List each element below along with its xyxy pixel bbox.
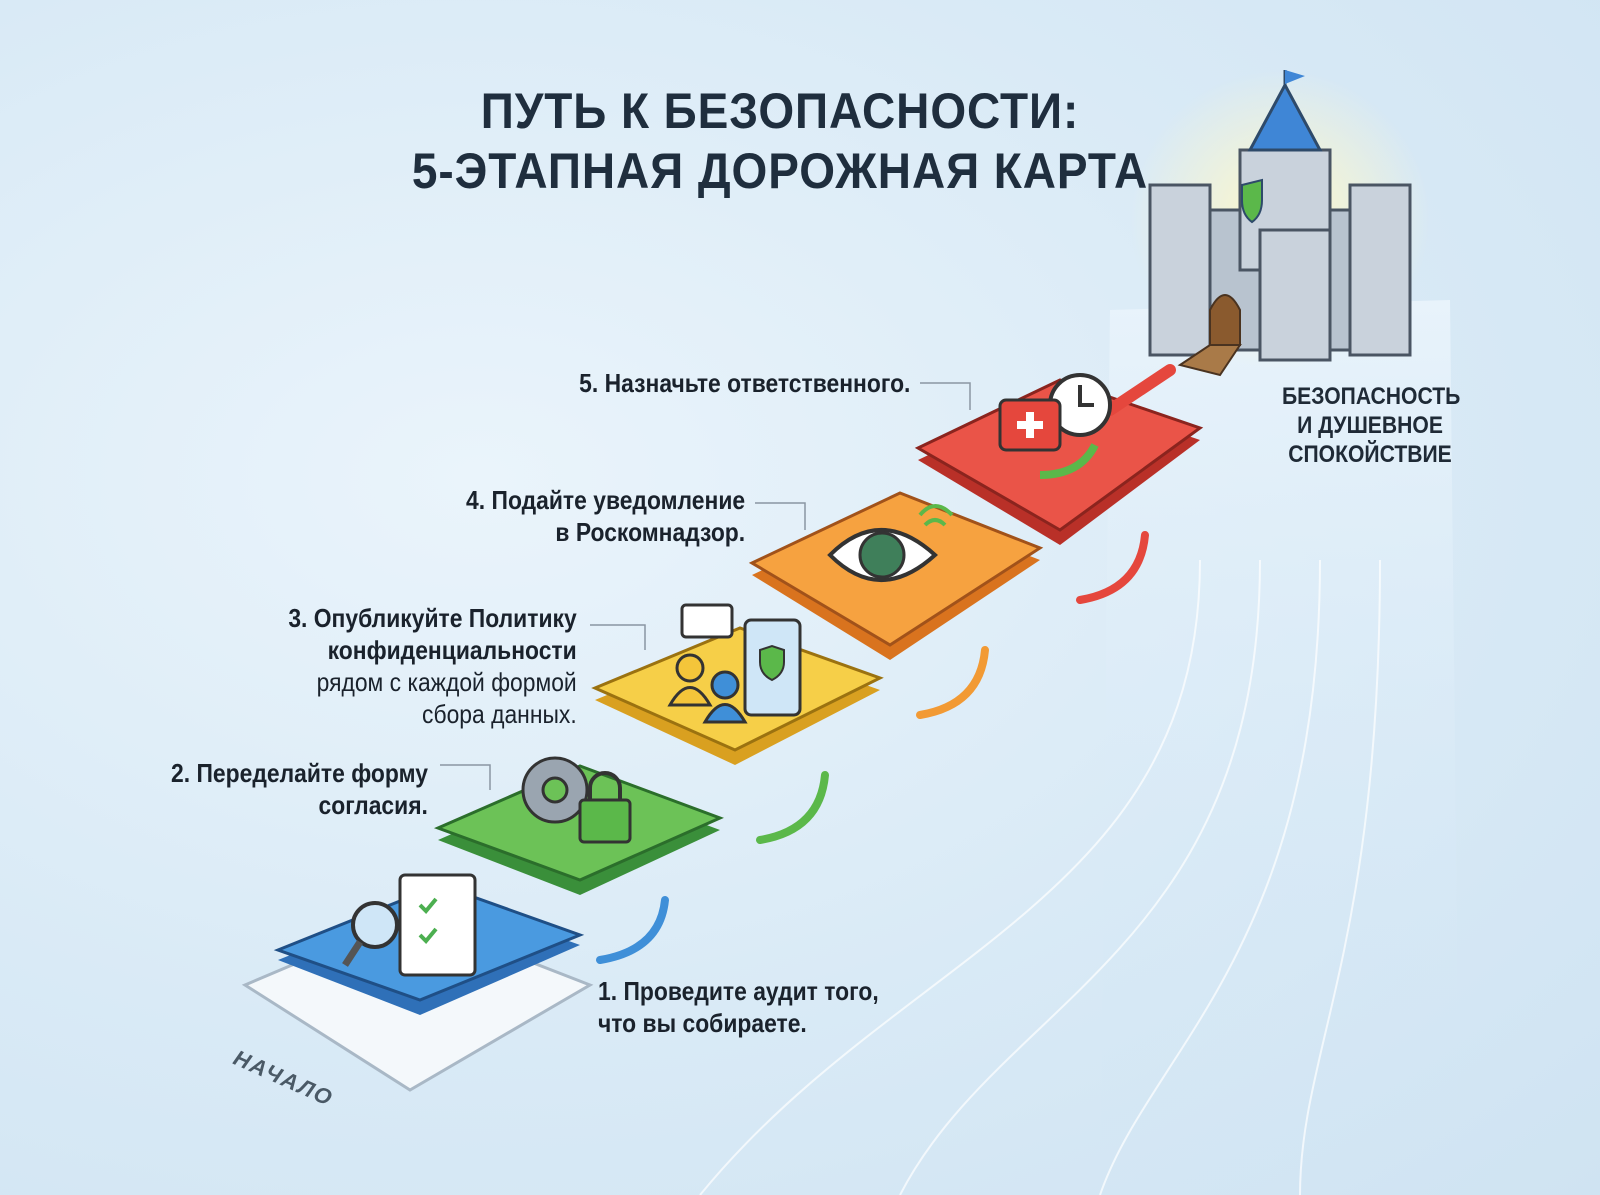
step-5-label: 5. Назначьте ответственного. xyxy=(579,367,910,399)
title-line-1: ПУТЬ К БЕЗОПАСНОСТИ: xyxy=(480,83,1080,139)
step-3-line: конфиденциальности xyxy=(327,635,577,665)
step-2-line: согласия. xyxy=(318,790,428,820)
step-3-line: рядом с каждой формой xyxy=(316,667,577,697)
eye-radar-icon xyxy=(827,504,954,582)
step-1-label: 1. Проведите аудит того, что вы собирает… xyxy=(598,975,879,1039)
goal-line: И ДУШЕВНОЕ xyxy=(1297,412,1443,439)
goal-line: БЕЗОПАСНОСТЬ xyxy=(1282,383,1461,410)
users-tablet-shield-icon xyxy=(667,603,802,724)
title-line-2: 5-ЭТАПНАЯ ДОРОЖНАЯ КАРТА xyxy=(411,143,1149,199)
step-4-label: 4. Подайте уведомление в Роскомнадзор. xyxy=(466,484,745,548)
leader-lines xyxy=(440,382,971,790)
step-tile-3 xyxy=(591,626,884,765)
goal-label: БЕЗОПАСНОСТЬ И ДУШЕВНОЕ СПОКОЙСТВИЕ xyxy=(1282,382,1461,469)
light-streams xyxy=(699,559,1381,1195)
step-4-line: 4. Подайте уведомление xyxy=(465,485,745,515)
gear-lock-icon xyxy=(521,756,632,844)
step-4-line: в Роскомнадзор. xyxy=(555,517,745,547)
step-1-line: 1. Проведите аудит того, xyxy=(598,976,879,1006)
castle-pillar xyxy=(1100,300,1460,1195)
step-2-label: 2. Переделайте форму согласия. xyxy=(171,757,428,821)
step-5-line: 5. Назначьте ответственного. xyxy=(578,368,910,398)
goal-line: СПОКОЙСТВИЕ xyxy=(1288,441,1452,468)
progress-arrows xyxy=(596,364,1176,964)
step-2-line: 2. Переделайте форму xyxy=(171,758,428,788)
audit-document-magnifier-icon xyxy=(342,873,477,977)
first-aid-clock-icon xyxy=(998,373,1112,479)
step-1-line: что вы собираете. xyxy=(598,1008,807,1038)
castle-icon xyxy=(1130,70,1430,377)
step-3-line: сбора данных. xyxy=(422,699,577,729)
step-3-label: 3. Опубликуйте Политику конфиденциальнос… xyxy=(289,602,577,730)
step-3-line: 3. Опубликуйте Политику xyxy=(288,603,577,633)
